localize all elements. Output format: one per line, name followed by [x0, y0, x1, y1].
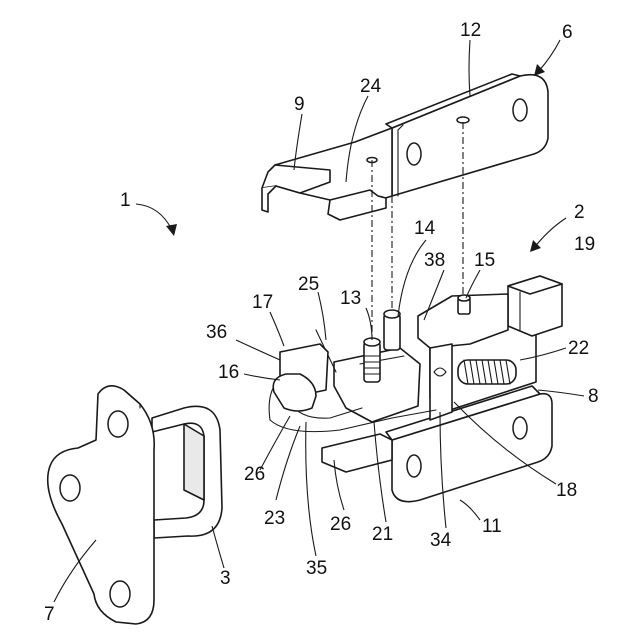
label-25: 25 — [298, 274, 319, 295]
label-7: 7 — [44, 604, 55, 625]
label-11: 11 — [482, 516, 502, 537]
label-12: 12 — [460, 20, 481, 41]
coil-spring — [458, 360, 516, 384]
label-24: 24 — [360, 76, 382, 97]
label-19: 19 — [574, 234, 595, 255]
label-6: 6 — [562, 22, 573, 43]
label-38: 38 — [424, 250, 445, 271]
label-22: 22 — [568, 338, 589, 359]
label-36: 36 — [206, 322, 227, 343]
label-14: 14 — [414, 218, 436, 239]
label-23: 23 — [264, 508, 285, 529]
label-16: 16 — [218, 362, 239, 383]
label-21: 21 — [372, 524, 393, 545]
label-3: 3 — [220, 568, 231, 589]
label-17: 17 — [252, 292, 273, 313]
label-1: 1 — [120, 190, 131, 211]
label-9: 9 — [294, 94, 305, 115]
label-34: 34 — [430, 530, 452, 551]
label-8: 8 — [588, 386, 599, 407]
label-35: 35 — [306, 558, 327, 579]
striker-assembly — [48, 386, 222, 624]
label-15: 15 — [474, 250, 495, 271]
label-2: 2 — [574, 202, 585, 223]
label-26-bottom: 26 — [330, 514, 351, 535]
label-13: 13 — [340, 288, 361, 309]
upper-bracket — [262, 74, 548, 220]
label-18: 18 — [556, 480, 577, 501]
label-26-left: 26 — [244, 464, 265, 485]
